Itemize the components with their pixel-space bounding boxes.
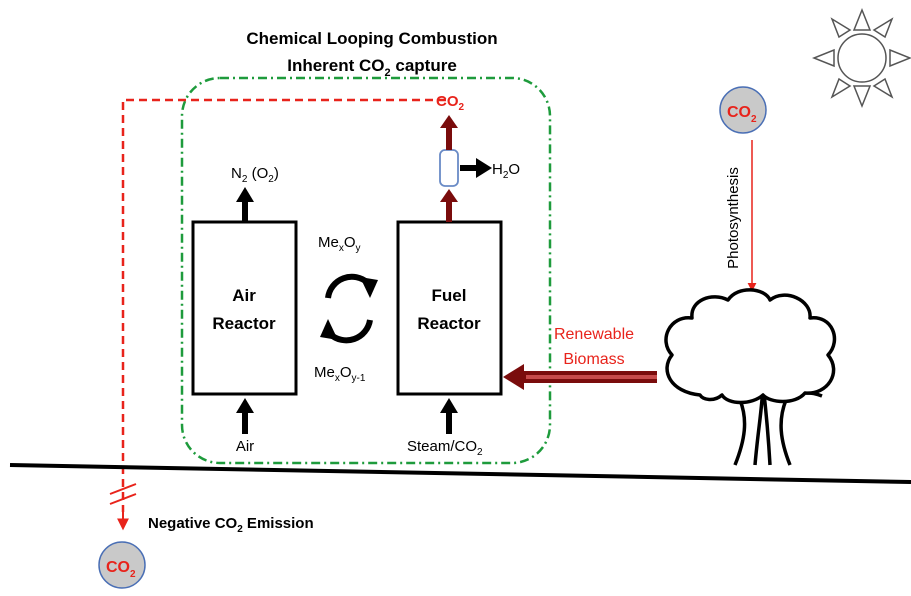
fuel-reactor-label-2: Reactor bbox=[417, 314, 481, 333]
co2-transport-line bbox=[121, 98, 446, 512]
cycle-arrowhead-bottom bbox=[320, 319, 338, 340]
break-mark-2 bbox=[109, 493, 137, 505]
air-outlet-label: N2 (O2) bbox=[231, 165, 279, 185]
fuel-reactor-label-1: Fuel bbox=[432, 286, 467, 305]
break-mark-1 bbox=[109, 483, 137, 495]
co2-stored-circle bbox=[98, 541, 146, 589]
sun-icon bbox=[811, 7, 911, 109]
co2-atmosphere-circle bbox=[719, 86, 767, 134]
co2-atmosphere-label: CO2 bbox=[727, 104, 757, 125]
air-reactor-label-2: Reactor bbox=[212, 314, 276, 333]
co2-outlet-label: CO2 bbox=[436, 93, 465, 113]
biomass-feed-arrow bbox=[503, 364, 657, 390]
cycle-arrow-icon bbox=[325, 273, 373, 344]
water-outlet-arrow bbox=[460, 158, 492, 178]
oxidized-carrier-label: MexOy bbox=[318, 234, 361, 254]
air-reactor-label-1: Air bbox=[232, 286, 256, 305]
fuel-outlet-arrow bbox=[440, 189, 458, 222]
co2-outlet-arrow bbox=[440, 115, 458, 150]
biomass-label-2: Biomass bbox=[563, 351, 624, 368]
photosynthesis-label: Photosynthesis bbox=[725, 167, 742, 269]
air-reactor bbox=[191, 220, 298, 396]
ground-line bbox=[9, 463, 911, 484]
co2-stored-label: CO2 bbox=[106, 559, 136, 580]
water-outlet-label: H2O bbox=[492, 161, 520, 181]
reduced-carrier-label: MexOy-1 bbox=[314, 364, 366, 384]
biomass-label-1: Renewable bbox=[554, 326, 634, 343]
air-inlet-arrow bbox=[236, 398, 254, 434]
fuel-reactor bbox=[396, 220, 503, 396]
fuel-inlet-arrow bbox=[440, 398, 458, 434]
air-outlet-arrow bbox=[236, 187, 254, 222]
cycle-arrowhead-top bbox=[360, 277, 378, 298]
air-inlet-label: Air bbox=[236, 438, 254, 455]
title-line-2: Inherent CO2 capture bbox=[287, 56, 457, 79]
fuel-inlet-label: Steam/CO2 bbox=[407, 438, 483, 458]
clc-boundary bbox=[180, 76, 552, 465]
condenser-icon bbox=[439, 149, 459, 187]
tree-icon bbox=[664, 288, 837, 466]
negative-emission-label: Negative CO2 Emission bbox=[148, 515, 314, 535]
title-line-1: Chemical Looping Combustion bbox=[246, 29, 497, 48]
